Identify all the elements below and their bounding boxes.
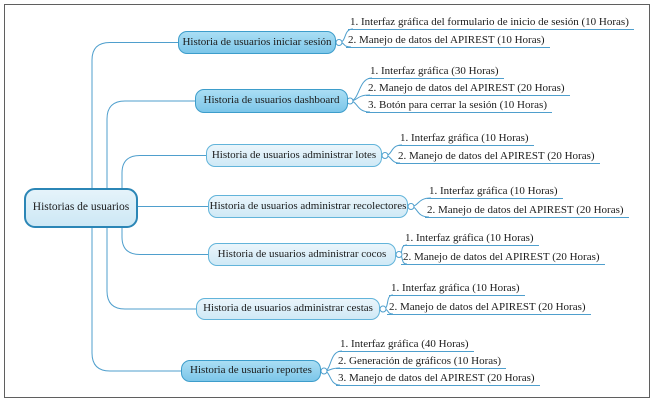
task-item[interactable]: 1. Interfaz gráfica (10 Horas) xyxy=(427,185,563,199)
node-historia-administrar-cocos[interactable]: Historia de usuarios administrar cocos xyxy=(208,243,396,266)
task-item[interactable]: 2. Manejo de datos del APIREST (20 Horas… xyxy=(425,204,629,218)
task-item[interactable]: 2. Manejo de datos del APIREST (20 Horas… xyxy=(401,251,605,265)
expand-collapse-handle[interactable] xyxy=(407,203,415,210)
branch-line xyxy=(106,100,195,189)
task-item[interactable]: 1. Interfaz gráfica (10 Horas) xyxy=(403,232,539,246)
node-historia-iniciar-sesion[interactable]: Historia de usuarios iniciar sesión xyxy=(178,31,336,54)
task-item[interactable]: 2. Manejo de datos del APIREST (10 Horas… xyxy=(346,34,550,48)
task-item[interactable]: 3. Botón para cerrar la sesión (10 Horas… xyxy=(366,99,552,113)
task-item[interactable]: 3. Manejo de datos del APIREST (20 Horas… xyxy=(336,372,540,386)
branch-line xyxy=(121,227,208,255)
task-item[interactable]: 1. Interfaz gráfica (30 Horas) xyxy=(368,65,504,79)
task-item[interactable]: 2. Manejo de datos del APIREST (20 Horas… xyxy=(387,301,591,315)
expand-collapse-handle[interactable] xyxy=(320,367,328,375)
branch-line xyxy=(91,42,178,189)
task-item[interactable]: 1. Interfaz gráfica (10 Horas) xyxy=(398,132,534,146)
task-item[interactable]: 2. Manejo de datos del APIREST (20 Horas… xyxy=(396,150,600,164)
expand-collapse-handle[interactable] xyxy=(335,39,343,46)
node-historia-reportes[interactable]: Historia de usuario reportes xyxy=(181,360,321,382)
task-item[interactable]: 1. Interfaz gráfica del formulario de in… xyxy=(348,16,634,30)
branch-line xyxy=(91,227,181,372)
node-historia-administrar-cestas[interactable]: Historia de usuarios administrar cestas xyxy=(196,298,380,320)
node-historias-de-usuarios[interactable]: Historias de usuarios xyxy=(24,188,138,228)
expand-collapse-handle[interactable] xyxy=(381,152,389,159)
task-item[interactable]: 2. Manejo de datos del APIREST (20 Horas… xyxy=(366,82,570,96)
node-historia-administrar-lotes[interactable]: Historia de usuarios administrar lotes xyxy=(206,144,382,167)
task-item[interactable]: 1. Interfaz gráfica (40 Horas) xyxy=(338,338,474,352)
expand-collapse-handle[interactable] xyxy=(379,305,387,313)
branch-line xyxy=(106,227,196,310)
expand-collapse-handle[interactable] xyxy=(395,251,403,258)
node-historia-dashboard[interactable]: Historia de usuarios dashboard xyxy=(195,89,348,113)
branch-line xyxy=(121,155,206,189)
task-item[interactable]: 1. Interfaz gráfica (10 Horas) xyxy=(389,282,525,296)
node-historia-administrar-recolectores[interactable]: Historia de usuarios administrar recolec… xyxy=(208,195,408,218)
task-item[interactable]: 2. Generación de gráficos (10 Horas) xyxy=(336,355,507,369)
